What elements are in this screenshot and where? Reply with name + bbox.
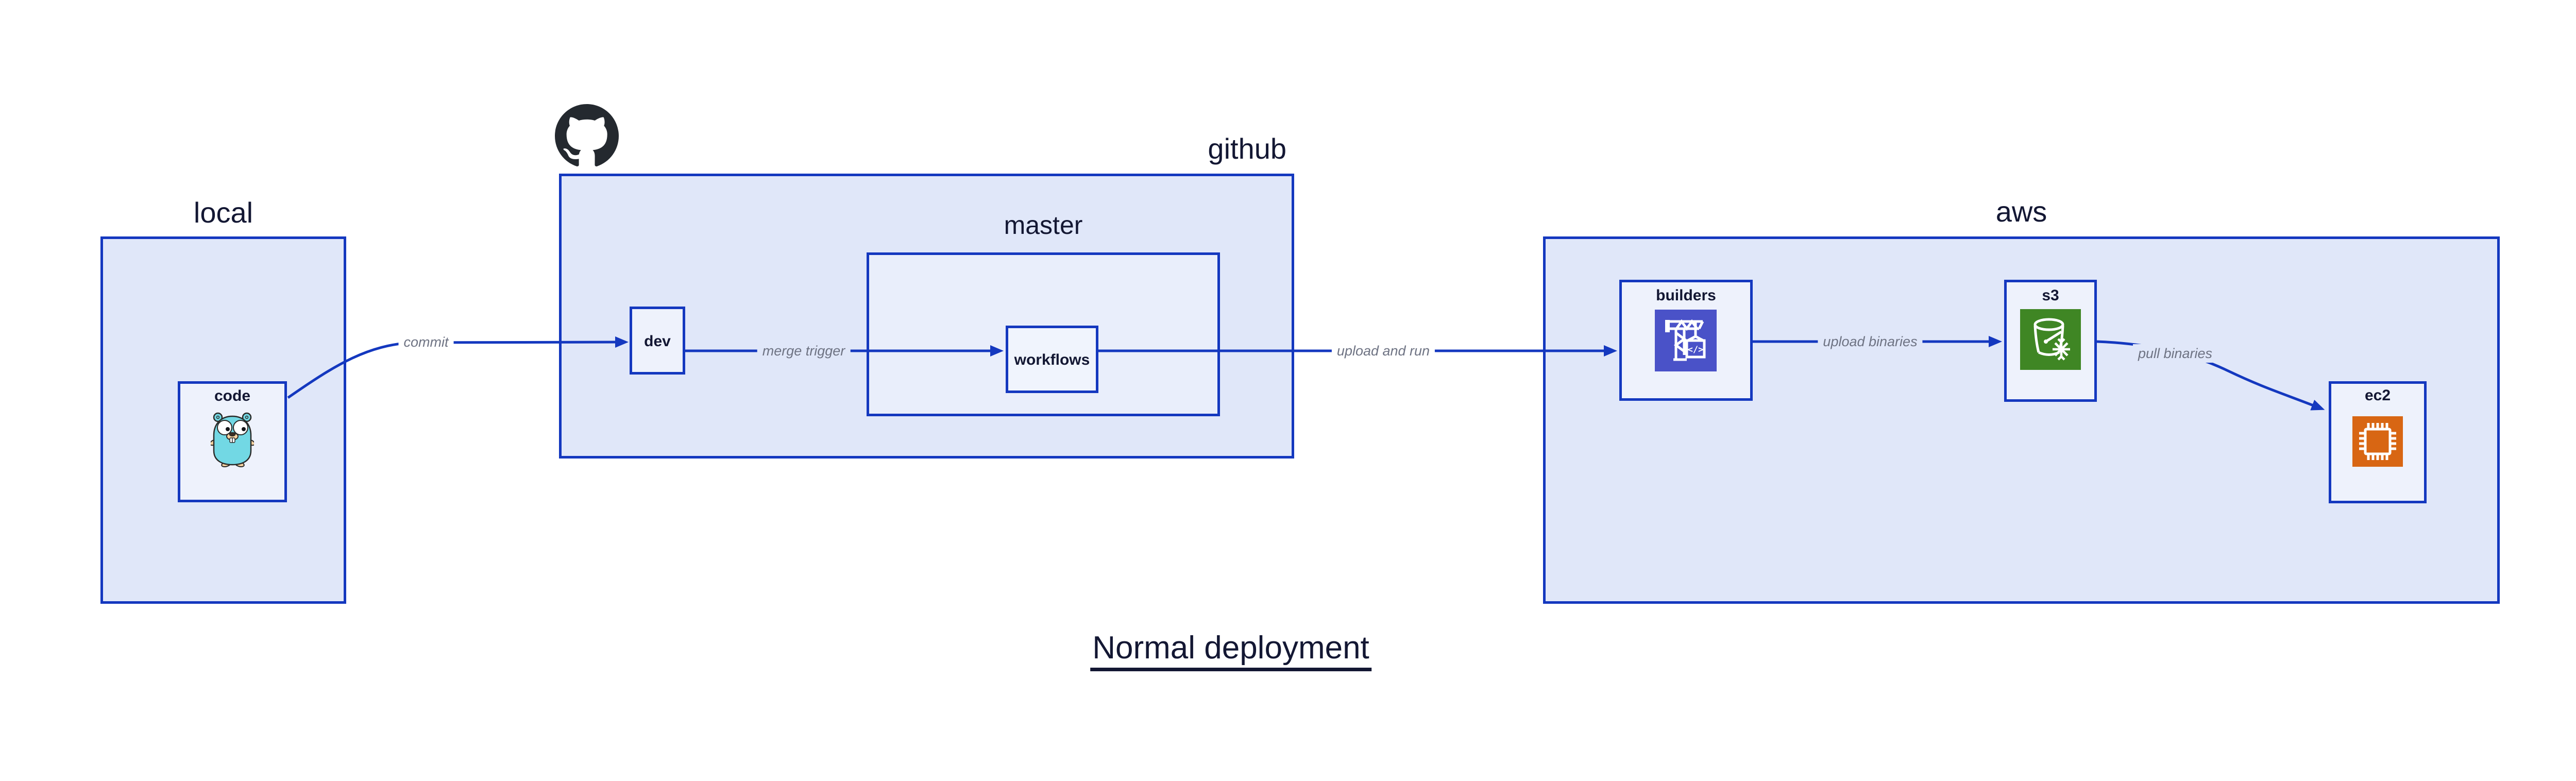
node-label-builders: builders [1656,287,1716,304]
edge-label-upload-and-run: upload and run [1331,342,1435,360]
edge-label-upload-binaries: upload binaries [1818,332,1923,351]
edge-label-commit: commit [398,333,454,351]
codebuild-code-glyph: </> [1688,345,1704,355]
node-label-s3: s3 [2042,287,2059,304]
group-label-local: local [193,196,253,229]
edge-label-merge-trigger: merge trigger [757,342,851,360]
node-box-workflows [1006,326,1098,393]
node-label-workflows: workflows [1014,351,1090,368]
group-label-aws: aws [1995,195,2047,228]
node-label-dev: dev [644,333,671,350]
diagram-title-text: Normal deployment [1090,630,1371,671]
node-box-dev [630,307,685,375]
node-label-ec2: ec2 [2364,387,2391,404]
s3-glacier-bucket-icon [2020,309,2081,370]
group-label-master: master [1004,211,1083,240]
github-octocat-icon [555,104,619,166]
diagram-title: Normal deployment [1090,630,1371,671]
node-label-code: code [214,387,251,404]
group-label-github: github [1208,132,1286,165]
go-gopher-icon [211,412,254,467]
ec2-chip-icon [2352,416,2403,467]
node-box-builders [1619,280,1753,401]
codebuild-crane-icon: </> [1655,310,1717,371]
edge-label-pull-binaries: pull binaries [2132,344,2218,363]
